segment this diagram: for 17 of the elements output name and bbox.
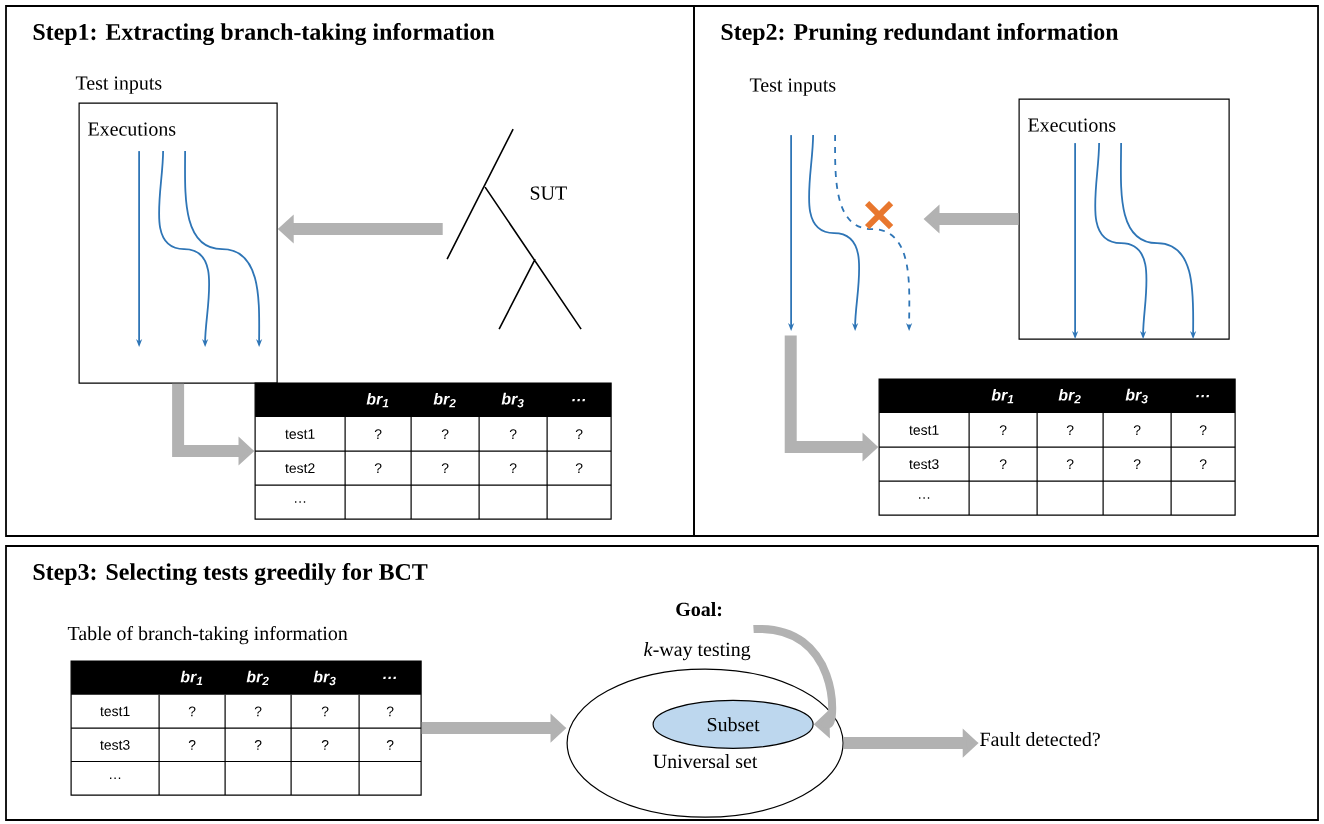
table-heading: Table of branch-taking information (67, 625, 348, 645)
set-label: Universal set (653, 754, 758, 769)
block-arrow (753, 625, 837, 739)
box-label: Executions (1028, 118, 1116, 132)
table (878, 378, 1236, 516)
panel-title: Step2: Pruning redundant information (721, 22, 1119, 46)
goal-heading: Goal: (676, 602, 722, 617)
traces-heading: Test inputs (749, 78, 836, 96)
panel-title: Step1: Extracting branch-taking information (33, 22, 495, 46)
table (254, 382, 612, 520)
tree-label: SUT (530, 186, 567, 200)
subset-label: Subset (707, 717, 760, 732)
result-text: Fault detected? (980, 732, 1100, 747)
box-heading: Test inputs (75, 76, 162, 94)
box-label: Executions (88, 122, 176, 136)
goal-text: k-way testing (644, 642, 751, 661)
panel-title: Step3: Selecting tests greedily for BCT (33, 562, 428, 586)
